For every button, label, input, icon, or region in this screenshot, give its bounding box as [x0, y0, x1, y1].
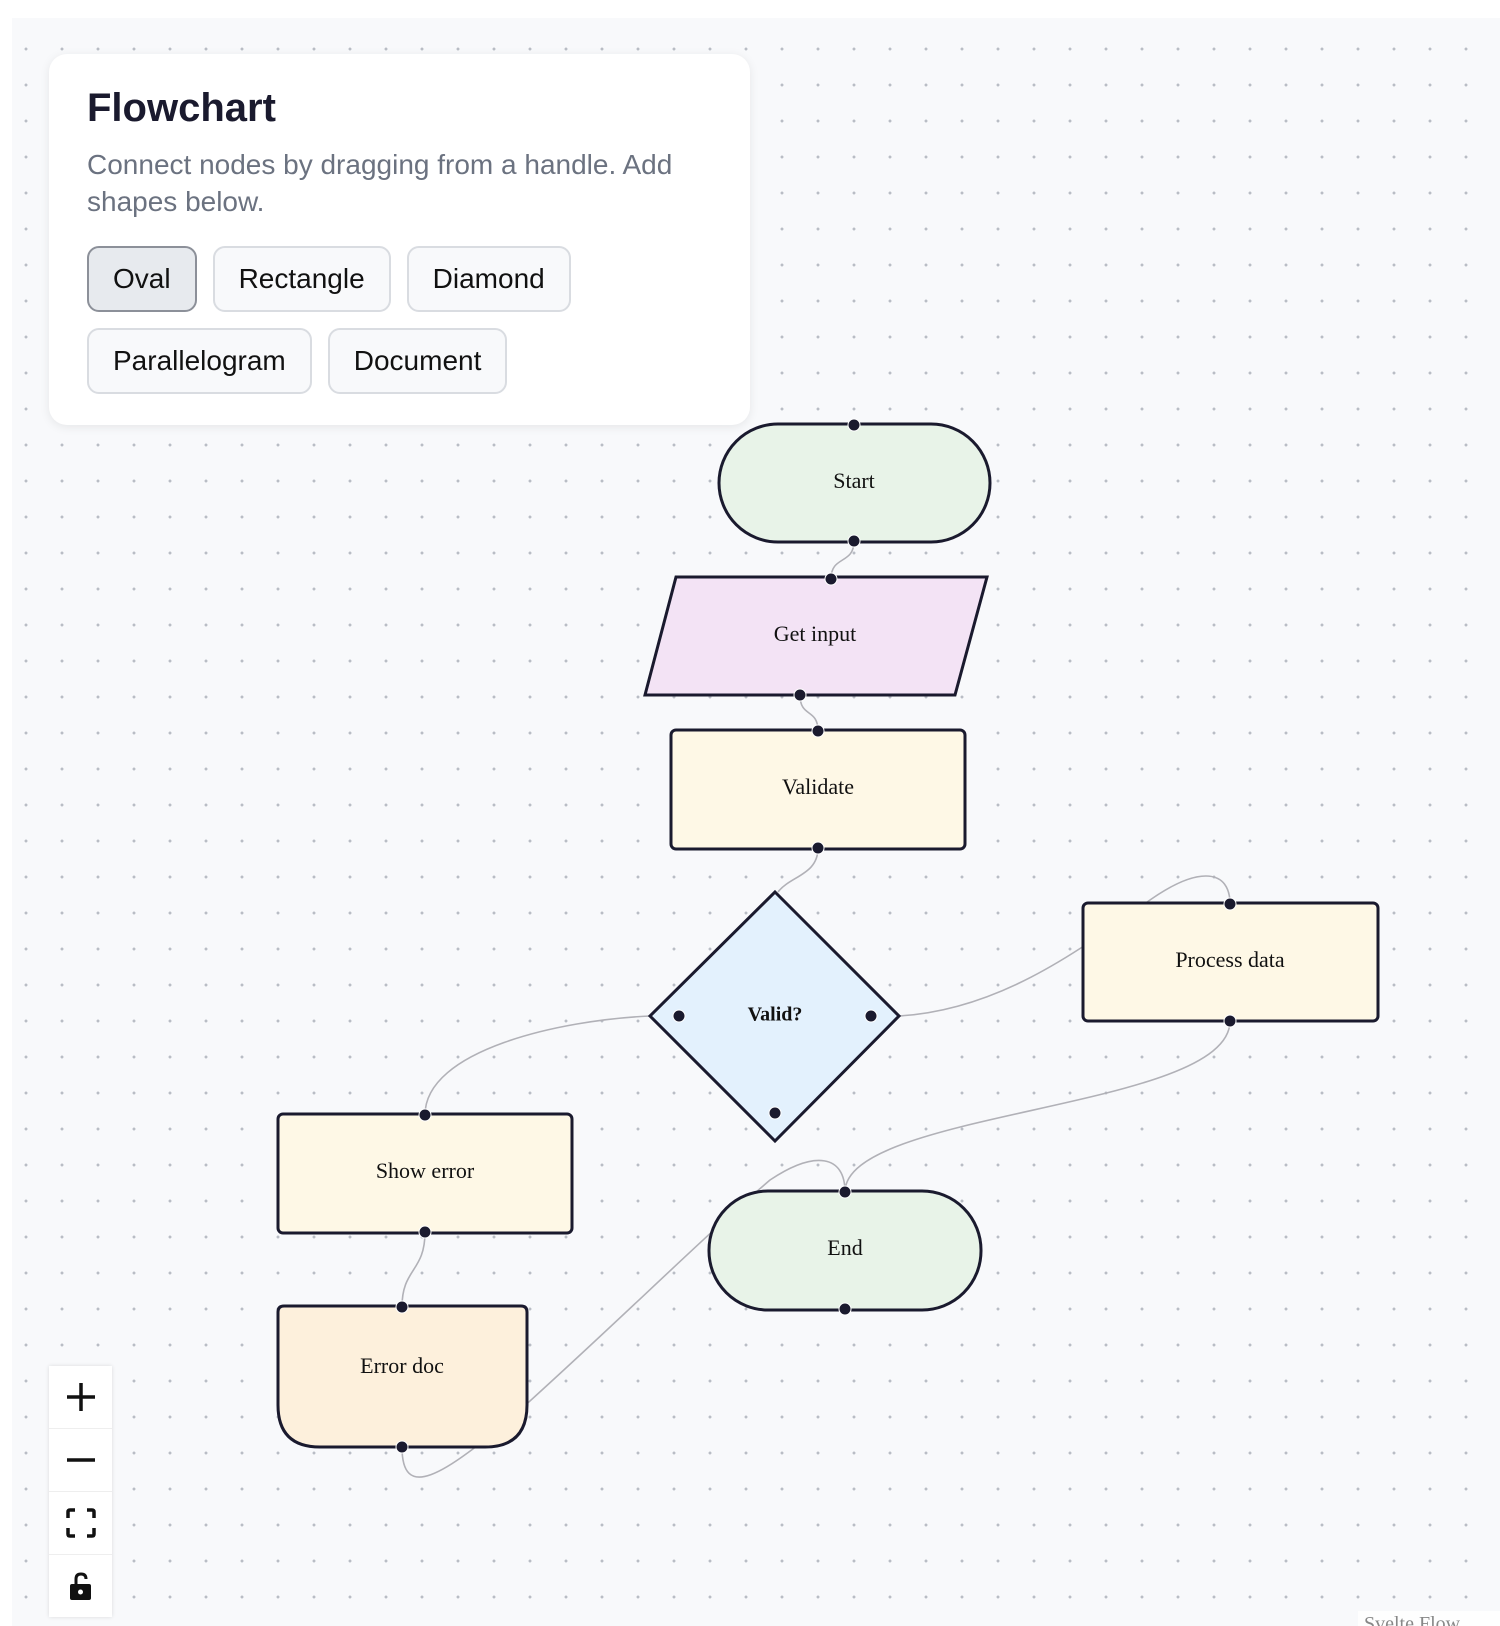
- node-label: Show error: [376, 1158, 475, 1183]
- add-oval-button[interactable]: Oval: [87, 246, 197, 312]
- node-label: Error doc: [360, 1353, 444, 1378]
- edge-valid-show-error[interactable]: [424, 1015, 651, 1116]
- node-validate[interactable]: Validate: [669, 724, 967, 855]
- handle-right[interactable]: [864, 1009, 878, 1023]
- add-rectangle-button[interactable]: Rectangle: [212, 246, 391, 312]
- node-valid[interactable]: Valid?: [647, 889, 902, 1144]
- handle-top[interactable]: [418, 1108, 432, 1122]
- fit-view-icon: [65, 1508, 96, 1538]
- node-label: Valid?: [748, 1004, 803, 1026]
- edges: [401, 540, 1231, 1478]
- node-label: Process data: [1175, 947, 1285, 972]
- handle-bottom[interactable]: [395, 1440, 409, 1454]
- flow-controls: [49, 1366, 112, 1617]
- plus-icon: [66, 1383, 95, 1411]
- node-label: Start: [833, 468, 875, 493]
- panel-title: Flowchart: [87, 86, 276, 130]
- edge-start-get-input[interactable]: [830, 540, 855, 580]
- unlock-icon: [69, 1572, 91, 1600]
- diamond-shape: [647, 889, 902, 1144]
- handle-bottom[interactable]: [1223, 1014, 1237, 1028]
- handle-left[interactable]: [672, 1009, 686, 1023]
- node-get-input[interactable]: Get input: [643, 572, 989, 702]
- flow-graph[interactable]: Start Get input Validate Valid? Process …: [12, 18, 1500, 1626]
- panel-description: Connect nodes by dragging from a handle.…: [87, 149, 673, 217]
- node-show-error[interactable]: Show error: [276, 1108, 574, 1239]
- handle-bottom[interactable]: [838, 1302, 852, 1316]
- add-diamond-button[interactable]: Diamond: [406, 246, 571, 312]
- attribution-link[interactable]: Svelte Flow: [1358, 1611, 1500, 1626]
- handle-bottom[interactable]: [418, 1225, 432, 1239]
- handle-top[interactable]: [838, 1185, 852, 1199]
- handle-top[interactable]: [1223, 897, 1237, 911]
- shape-panel: Flowchart Connect nodes by dragging from…: [49, 54, 750, 425]
- node-start[interactable]: Start: [717, 418, 992, 548]
- edge-show-error-error-doc[interactable]: [401, 1231, 426, 1308]
- handle-top[interactable]: [847, 418, 861, 432]
- node-error-doc[interactable]: Error doc: [276, 1300, 529, 1454]
- handle-bottom[interactable]: [811, 841, 825, 855]
- node-label: Get input: [774, 621, 857, 646]
- handle-top[interactable]: [824, 572, 838, 586]
- handle-bottom[interactable]: [847, 534, 861, 548]
- lock-toggle-button[interactable]: [49, 1555, 112, 1617]
- zoom-out-button[interactable]: [49, 1429, 112, 1492]
- parallelogram-shape: [643, 575, 989, 697]
- minus-icon: [66, 1458, 95, 1462]
- handle-top[interactable]: [395, 1300, 409, 1314]
- node-label: Validate: [782, 774, 854, 799]
- zoom-in-button[interactable]: [49, 1366, 112, 1429]
- shape-buttons: Oval Rectangle Diamond Parallelogram Doc…: [87, 246, 607, 394]
- add-document-button[interactable]: Document: [327, 328, 508, 394]
- add-parallelogram-button[interactable]: Parallelogram: [87, 328, 312, 394]
- handle-top[interactable]: [811, 724, 825, 738]
- node-label: End: [827, 1235, 862, 1260]
- edge-validate-valid[interactable]: [777, 847, 819, 893]
- node-end[interactable]: End: [707, 1185, 983, 1316]
- edge-error-doc-end[interactable]: [401, 1159, 846, 1478]
- edge-process-data-end[interactable]: [844, 1020, 1231, 1193]
- handle-bottom[interactable]: [793, 688, 807, 702]
- fit-view-button[interactable]: [49, 1492, 112, 1555]
- node-process-data[interactable]: Process data: [1081, 897, 1380, 1028]
- handle-bottom[interactable]: [768, 1106, 782, 1120]
- document-shape: [276, 1304, 529, 1449]
